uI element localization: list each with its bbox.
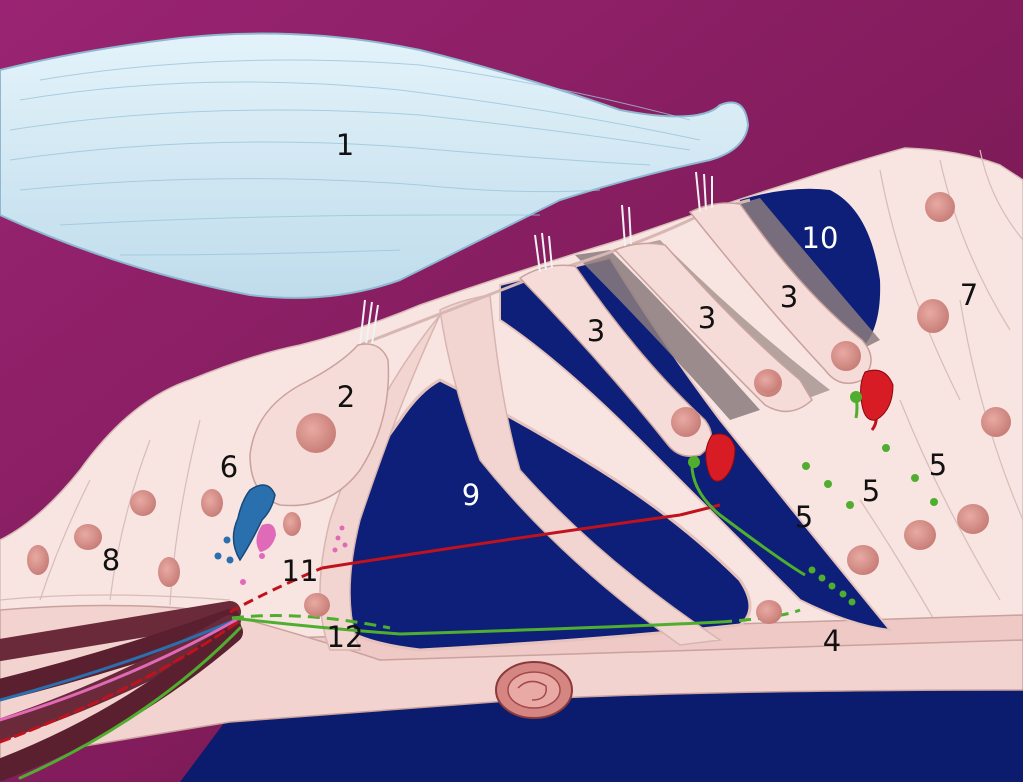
label-2: 2: [337, 380, 355, 414]
label-4: 4: [823, 624, 841, 658]
label-7: 7: [960, 278, 978, 312]
efferent-terminals: [705, 369, 894, 482]
label-12: 12: [327, 620, 364, 654]
label-5b: 5: [862, 474, 880, 508]
label-11: 11: [282, 554, 319, 588]
label-5a: 5: [795, 500, 813, 534]
cell-nuclei: [27, 192, 1011, 624]
label-3a: 3: [587, 314, 605, 348]
afferent-dots: [802, 444, 938, 606]
inner-hair-cell-synapse: [232, 484, 276, 562]
label-6: 6: [220, 450, 238, 484]
label-3c: 3: [780, 280, 798, 314]
spiral-vessel: [495, 661, 573, 719]
tectorial-fibers: [9, 59, 701, 256]
label-9: 9: [462, 478, 480, 512]
outer-hair-cells: [518, 202, 872, 457]
inner-hair-cell-nucleus: [296, 413, 336, 453]
synaptic-vesicles: [214, 525, 348, 585]
label-10: 10: [802, 221, 839, 255]
tectorial-membrane: [0, 32, 750, 299]
inner-efferent-terminal: [256, 523, 276, 552]
label-5c: 5: [929, 448, 947, 482]
nerve-fiber-bundle: [0, 601, 243, 781]
afferent-fibers: [231, 394, 859, 636]
label-1: 1: [336, 128, 354, 162]
label-3b: 3: [698, 301, 716, 335]
stereocilia: [359, 171, 713, 346]
afferent-terminals: [688, 391, 862, 468]
label-8: 8: [102, 543, 120, 577]
